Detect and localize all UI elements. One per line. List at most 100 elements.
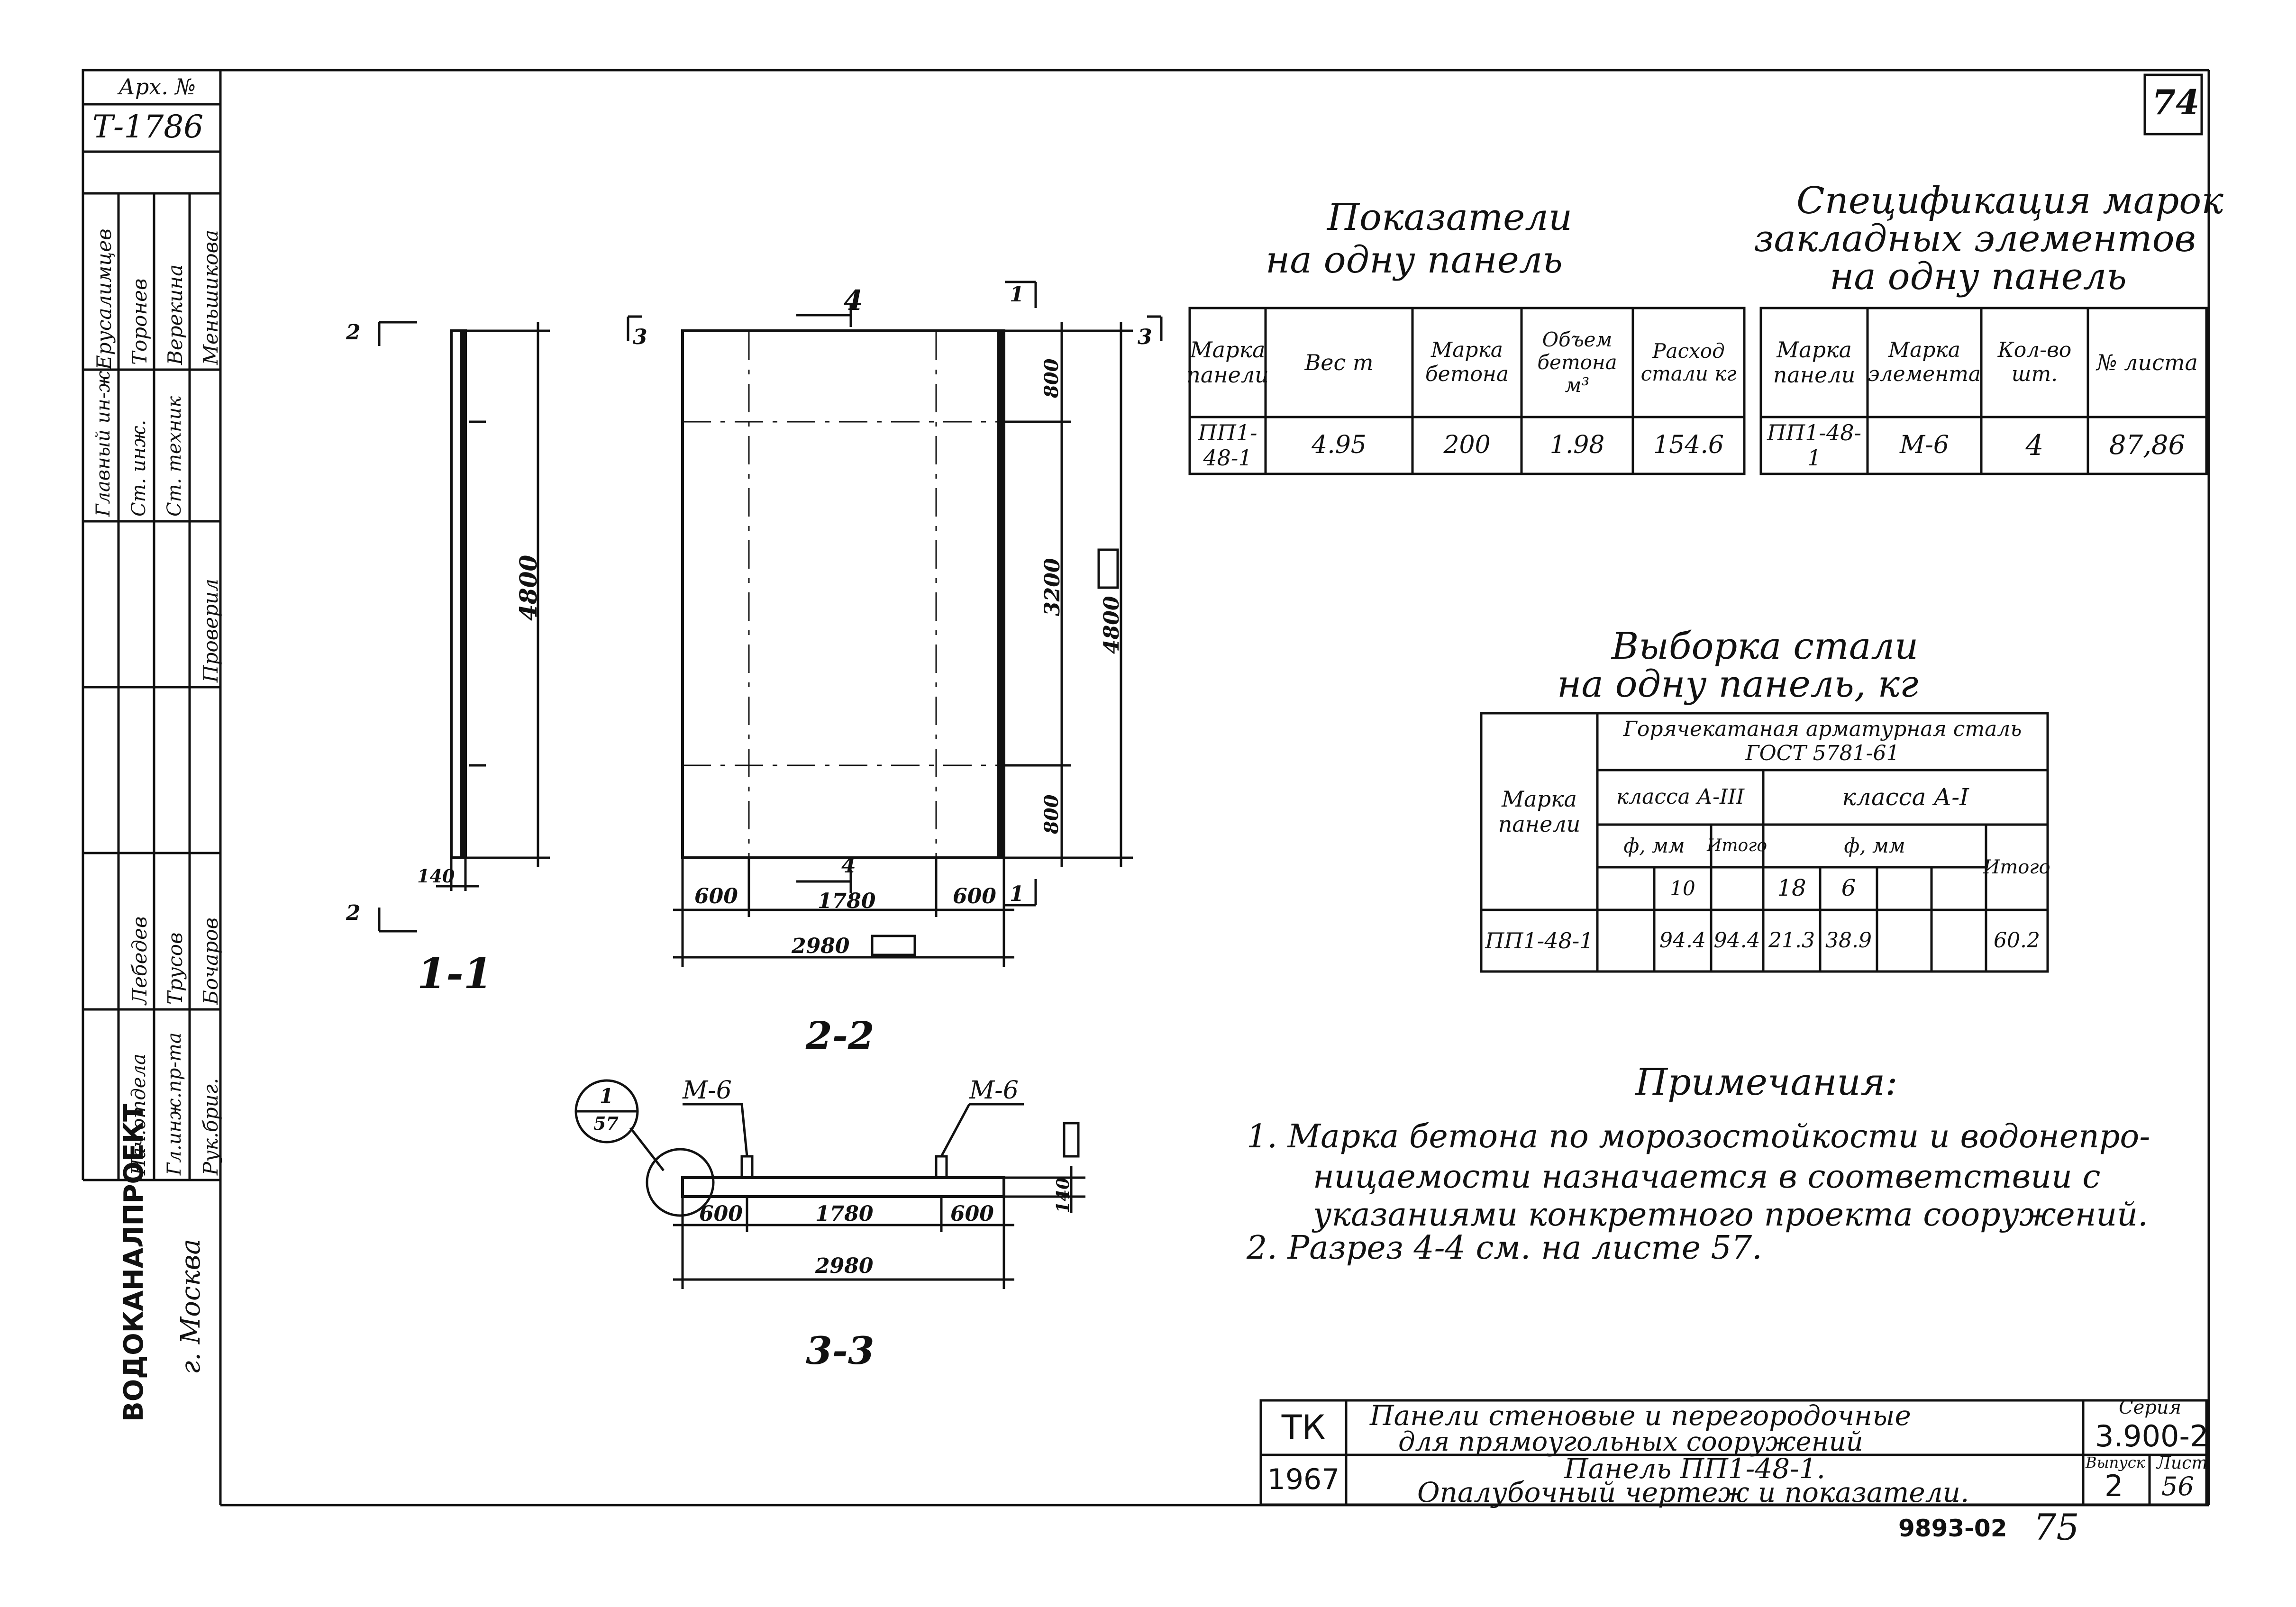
dim-1780: 1780 [818,889,876,913]
tb-series: 3.900-2 [2095,1419,2209,1453]
dim-4800-left: 4800 [514,554,542,621]
note-2: 2. Разрез 4-4 см. на листе 57. [1247,1229,1762,1267]
spec-h-qty: Кол-во шт. [1997,338,2072,386]
stamp-role-7: Рук.бриг. [199,1078,222,1175]
spec-h-sheet: № листа [2096,349,2198,375]
steel-v-total1: 60.2 [1994,928,2040,953]
dim-600-b: 600 [953,884,996,908]
tb-issue-label: Выпуск [2086,1453,2145,1471]
tb-series-label: Серия [2119,1397,2182,1418]
steel-h-total1: Итого [1983,856,2050,878]
ind-v-mark: ПП1-48-1 [1198,420,1257,471]
spec-h-mark: Марка панели [1773,337,1856,388]
steel-h-dia1: ф, мм [1844,834,1905,857]
ind-v-concrete: 200 [1443,431,1491,460]
steel-h-total3b: 10 [1712,870,1762,908]
indicators-title-2: на одну панель [1266,239,1563,281]
steel-v-18: 21.3 [1768,928,1815,953]
tb-sheet-label: Лист [2157,1453,2208,1473]
spec-title-3: на одну панель [1830,255,2127,298]
spec-v-sheet: 87,86 [2109,429,2186,461]
stamp-name-ersh: Ерусалимцев [92,228,116,370]
footer-code: 9893-02 [1898,1515,2007,1542]
dim-4800-right: 4800 [1100,596,1124,654]
ind-h-steel: Расход стали кг [1640,339,1737,385]
stamp-role-4: Проверил [199,579,222,682]
tb-issue: 2 [2105,1469,2123,1503]
ind-h-volume: Объем бетона м³ [1537,327,1617,397]
stamp-city: г. Москва [175,1239,206,1374]
cut-1-top: 1 [1010,282,1024,307]
steel-h-d18: 18 [1777,875,1806,902]
footer-page: 75 [2033,1506,2079,1548]
indicators-title-1: Показатели [1327,196,1573,239]
label-sec11: 1-1 [417,949,492,998]
stamp-name-6: Лебедев [128,916,151,1005]
steel-title-1: Выборка стали [1612,625,1919,668]
ind-h-weight: Вес т [1304,349,1374,375]
dim-140-plan: 140 [1053,1177,1073,1213]
stamp-role-2: Ст. инж. [128,419,150,517]
stamp-name-5: Трусов [164,932,187,1005]
steel-h-group: Горячекатаная арматурная сталь ГОСТ 5781… [1623,717,2022,765]
note-1b: ницаемости назначается в соответствии с [1313,1158,2101,1196]
cut-1-bottom: 1 [1010,882,1024,906]
archive-number: Т-1786 [92,109,204,145]
notes-title: Примечания: [1635,1061,1898,1104]
steel-v-mark: ПП1-48-1 [1485,927,1594,953]
steel-h-d6: 6 [1841,875,1856,902]
cut-4-bottom: 4 [841,853,856,878]
callout-bottom: 57 [593,1113,619,1134]
tb-line3: Панель ПП1-48-1. [1564,1453,1826,1485]
tb-line4: Опалубочный чертеж и показатели. [1417,1476,1969,1508]
note-1c: указаниями конкретного проекта сооружени… [1313,1196,2148,1234]
steel-title-2: на одну панель, кг [1557,663,1919,706]
tb-sheet: 56 [2161,1471,2194,1501]
ind-h-concrete: Марка бетона [1425,338,1509,386]
stamp-org: ВОДОКАНАЛПРОЕКТ [118,1103,149,1422]
ind-v-steel: 154.6 [1653,431,1724,460]
stamp-role-3: Ст. техник [164,396,185,517]
note-1a: 1. Марка бетона по морозостойкости и вод… [1247,1118,2150,1155]
m6-left: М-6 [683,1076,732,1105]
dim-140-left: 140 [417,865,455,887]
cut-4-top: 4 [844,284,863,317]
dim-2980: 2980 [792,934,850,958]
stamp-role-1: Главный ин-ж [92,371,114,517]
ind-v-weight: 4.95 [1312,431,1367,460]
spec-v-element: М-6 [1900,431,1949,460]
stamp-name-2: Торонев [128,278,151,365]
dim-600-d: 600 [950,1202,994,1226]
archive-label: Арх. № [118,74,196,100]
ind-h-mark: Марка панели [1186,337,1269,388]
spec-title-1: Спецификация марок [1796,180,2223,222]
dim-600-c: 600 [699,1202,743,1226]
steel-h-d10: 10 [1670,876,1695,900]
stamp-role-5: Гл.инж.пр-та [164,1032,185,1175]
steel-v-10: 94.4 [1659,928,1706,953]
stamp-name-7: Бочаров [199,917,222,1005]
spec-v-qty: 4 [2025,428,2044,462]
cut-2-top: 2 [346,320,361,345]
steel-h-total3: Итого [1706,836,1768,856]
dim-3200: 3200 [1040,558,1065,616]
spec-v-mark: ПП1-48-1 [1767,420,1862,471]
dim-2980-b: 2980 [815,1254,874,1278]
steel-h-class3: класса А-III [1616,785,1745,809]
tb-org: ТК [1281,1408,1326,1447]
steel-v-6: 38.9 [1825,928,1872,953]
tb-line2: для прямоугольных сооружений [1398,1426,1863,1457]
stamp-name-3: Верекина [164,264,187,365]
steel-h-class1: класса А-I [1842,783,1969,811]
spec-h-element: Марка элемента [1868,338,1981,386]
callout-top: 1 [600,1084,614,1108]
dim-1780-b: 1780 [815,1202,874,1226]
spec-title-2: закладных элементов [1754,218,2196,260]
sheet-number-top: 74 [2152,82,2200,122]
stamp-name-4: Меньшикова [199,229,222,365]
steel-h-dia3: ф, мм [1623,834,1685,857]
label-sec33: 3-3 [806,1328,875,1373]
label-sec22: 2-2 [806,1013,875,1058]
tb-line1: Панели стеновые и перегородочные [1370,1399,1911,1432]
cut-2-bottom: 2 [346,901,361,925]
